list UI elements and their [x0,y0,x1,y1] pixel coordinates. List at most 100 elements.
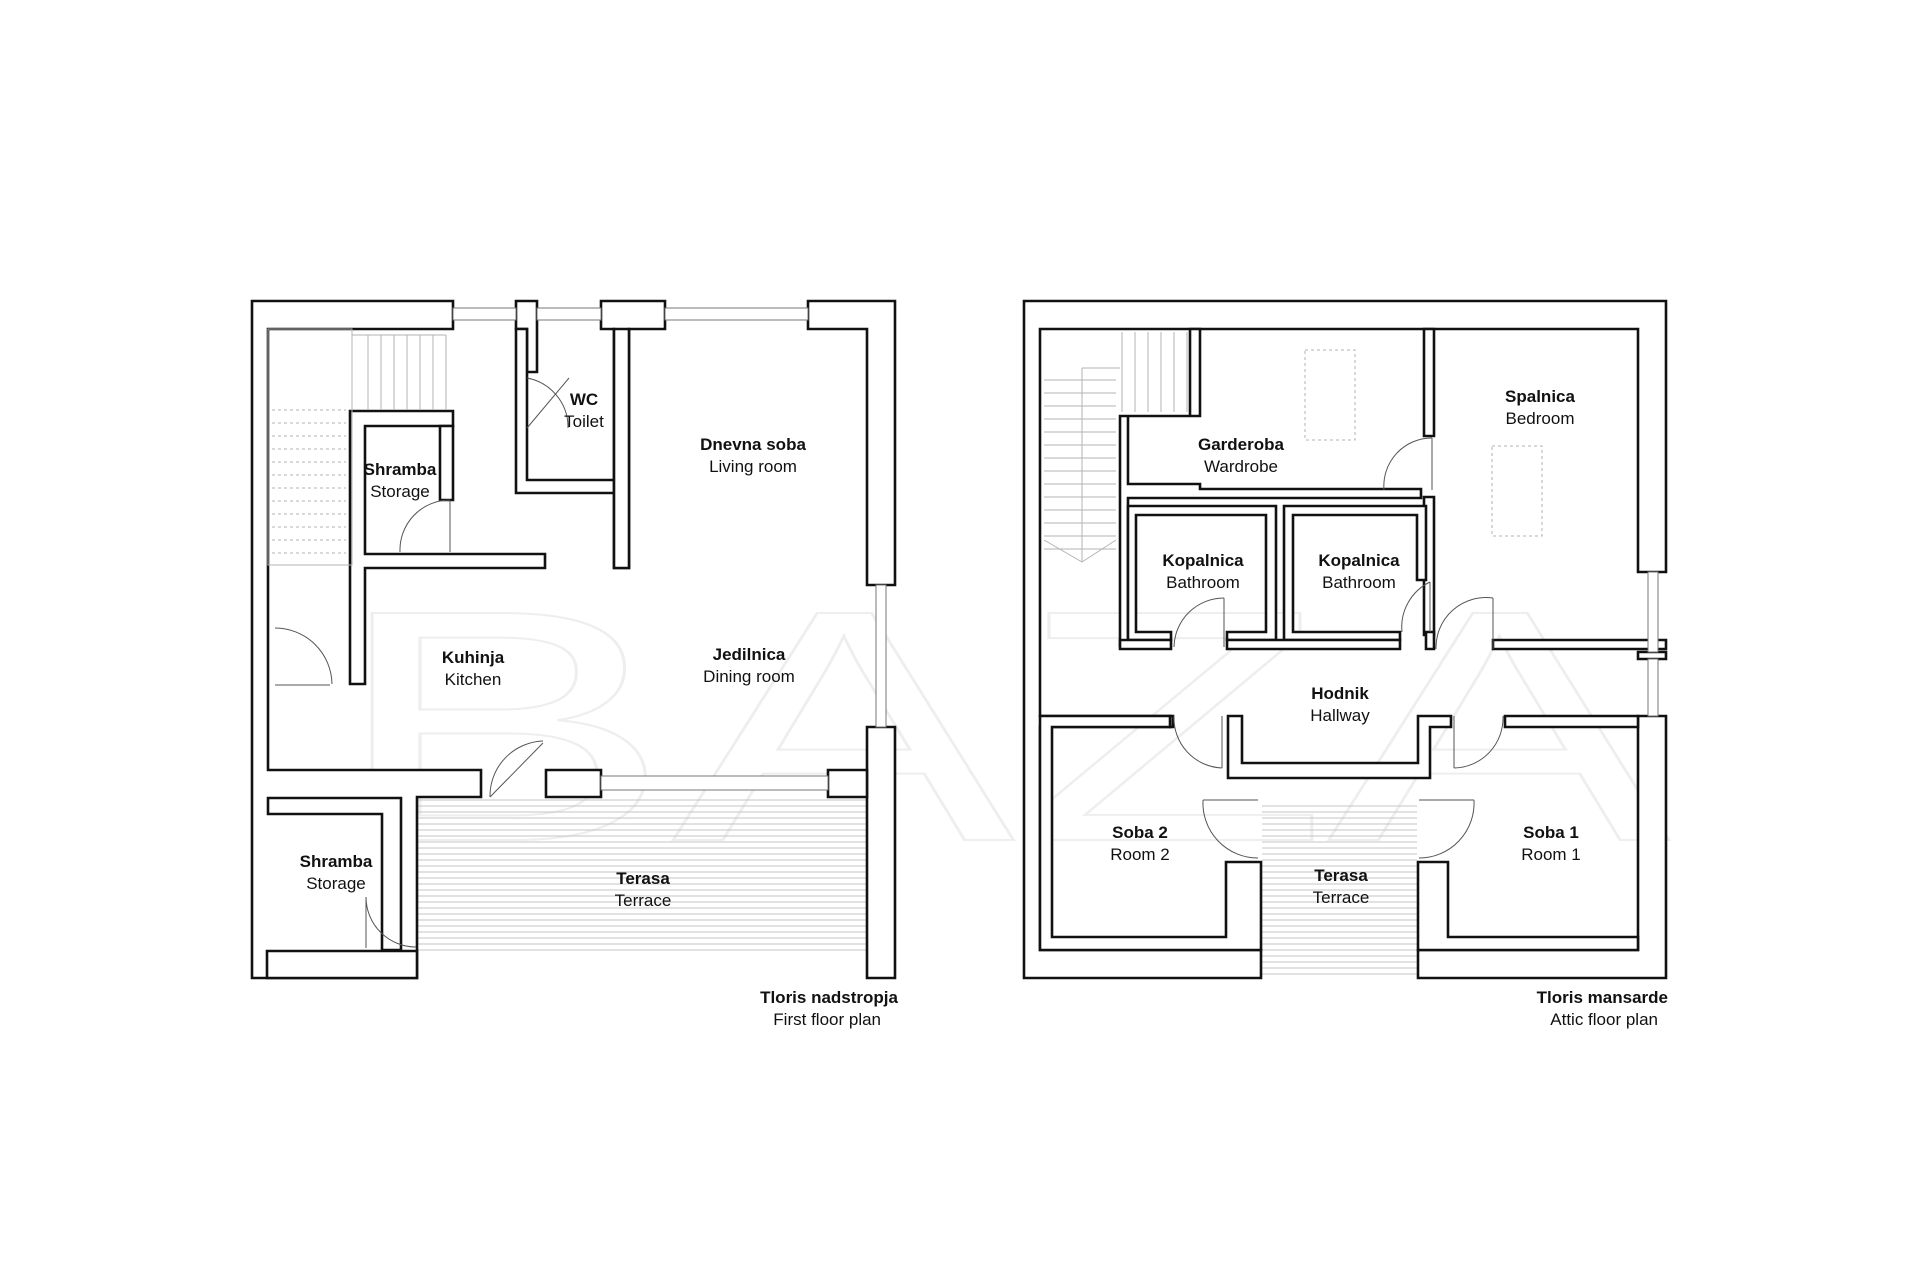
staircase-first-floor [267,328,447,566]
svg-text:Tloris nadstropja: Tloris nadstropja [760,988,898,1007]
hallway-south-wall-right [1503,714,1640,729]
svg-text:Terasa: Terasa [616,869,670,888]
dining-south-wall-segment [544,768,603,799]
door-dining-terrace [489,740,544,798]
window-top-left [452,307,517,321]
terrace-deck-hatch [418,799,866,951]
svg-text:Tloris mansarde: Tloris mansarde [1537,988,1668,1007]
room-label-lower-storage: Shramba Storage [300,852,373,893]
svg-text:Terrace: Terrace [615,891,672,910]
svg-text:Kitchen: Kitchen [445,670,502,689]
skylight-bedroom [1491,445,1543,537]
room-label-bathroom-1: Kopalnica Bathroom [1162,551,1244,592]
svg-text:Kuhinja: Kuhinja [442,648,505,667]
svg-text:Attic floor plan: Attic floor plan [1550,1010,1658,1029]
window-living-room [664,307,809,321]
room-label-wardrobe: Garderoba Wardrobe [1198,435,1285,476]
door-lower-storage [365,896,417,948]
exterior-wall-right-lower [865,725,897,980]
window-dining-east [875,584,887,728]
door-room-2 [1173,715,1223,769]
toilet-right-wall [612,327,631,570]
svg-text:Hallway: Hallway [1310,706,1370,725]
first-floor-plan: WC Toilet Dnevna soba Living room Shramb… [250,299,899,1029]
door-stair-kitchen [274,627,333,686]
room-label-hallway: Hodnik Hallway [1310,684,1370,725]
svg-text:Terrace: Terrace [1313,888,1370,907]
room-label-terrace: Terasa Terrace [615,869,672,910]
wardrobe-right-wall [1422,327,1436,438]
attic-floor-plan: Garderoba Wardrobe Spalnica Bedroom Kopa… [1022,299,1668,1029]
attic-window-east-upper [1647,571,1659,653]
svg-text:Jedilnica: Jedilnica [713,645,786,664]
door-room-1-terrace [1418,799,1475,859]
svg-text:Bedroom: Bedroom [1506,409,1575,428]
skylight-wardrobe [1304,349,1356,441]
room-label-bedroom: Spalnica Bedroom [1505,387,1575,428]
door-bathroom-2 [1401,581,1431,633]
room-label-room-1: Soba 1 Room 1 [1521,823,1581,864]
svg-text:WC: WC [570,390,598,409]
svg-text:Storage: Storage [306,874,366,893]
door-room-1 [1453,715,1504,769]
svg-text:Dnevna soba: Dnevna soba [700,435,806,454]
attic-window-east-lower [1647,658,1659,717]
svg-text:Kopalnica: Kopalnica [1162,551,1244,570]
watermark-text: BAZA [330,541,1672,910]
svg-text:Shramba: Shramba [300,852,373,871]
room-label-room-2: Soba 2 Room 2 [1110,823,1170,864]
room-1-walls [1416,860,1640,952]
room-label-attic-terrace: Terasa Terrace [1313,866,1370,907]
attic-terrace-hatch [1262,805,1417,975]
storage-right-wall [438,424,455,502]
door-storage [399,499,451,553]
room-label-living-room: Dnevna soba Living room [700,435,806,476]
storage-walls [348,409,547,686]
dining-south-wall-right [826,768,869,799]
hallway-north-wall [1118,630,1668,651]
svg-text:First floor plan: First floor plan [773,1010,881,1029]
hallway-south-wall-center [1226,714,1453,780]
door-bedroom [1435,597,1494,650]
attic-right-wall-segment [1636,650,1668,661]
svg-text:Bathroom: Bathroom [1166,573,1240,592]
room-label-bathroom-2: Kopalnica Bathroom [1318,551,1400,592]
svg-text:Shramba: Shramba [364,460,437,479]
door-toilet [526,377,570,429]
svg-text:Hodnik: Hodnik [1311,684,1369,703]
exterior-wall-top-middle [599,299,667,570]
svg-text:Dining room: Dining room [703,667,795,686]
svg-text:Bathroom: Bathroom [1322,573,1396,592]
room-label-kitchen: Kuhinja Kitchen [442,648,505,689]
room-label-storage: Shramba Storage [364,460,437,501]
exterior-wall-right-upper [806,299,897,587]
svg-text:Room 2: Room 2 [1110,845,1170,864]
room-label-wc: WC Toilet [564,390,604,431]
svg-text:Room 1: Room 1 [1521,845,1581,864]
svg-text:Spalnica: Spalnica [1505,387,1575,406]
sliding-door-terrace [600,775,829,791]
svg-text:Living room: Living room [709,457,797,476]
wardrobe-walls [1118,327,1423,648]
lower-storage-wall [266,796,403,952]
window-toilet [536,307,602,321]
door-wardrobe [1383,437,1433,491]
room-label-dining-room: Jedilnica Dining room [703,645,795,686]
svg-text:Soba 2: Soba 2 [1112,823,1168,842]
svg-text:Kopalnica: Kopalnica [1318,551,1400,570]
door-room-2-terrace [1202,799,1259,859]
svg-text:Storage: Storage [370,482,430,501]
first-floor-caption: Tloris nadstropja First floor plan [760,988,898,1029]
svg-text:Wardrobe: Wardrobe [1204,457,1278,476]
svg-text:Soba 1: Soba 1 [1523,823,1579,842]
staircase-attic [1043,332,1188,563]
door-bathroom-1 [1173,597,1225,648]
attic-caption: Tloris mansarde Attic floor plan [1537,988,1668,1029]
svg-text:Toilet: Toilet [564,412,604,431]
svg-text:Garderoba: Garderoba [1198,435,1285,454]
room-2-walls [1038,714,1263,952]
svg-text:Terasa: Terasa [1314,866,1368,885]
terrace-front-wall [265,949,419,980]
